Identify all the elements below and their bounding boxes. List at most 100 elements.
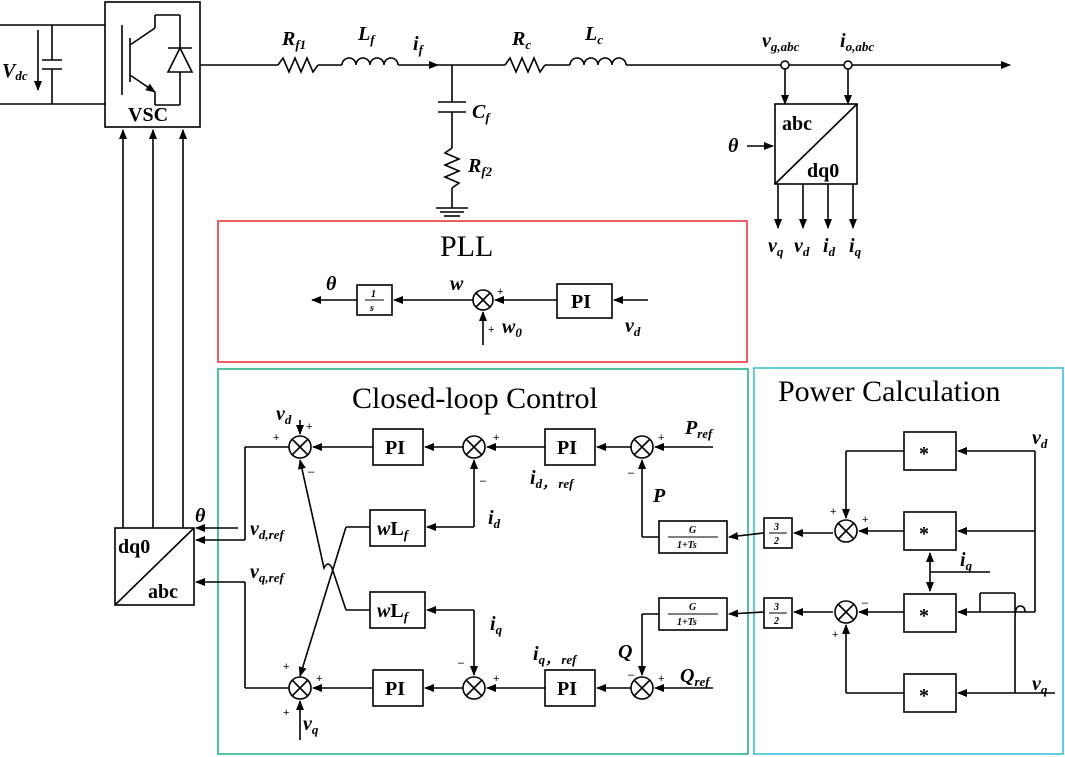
gating-signals <box>119 129 187 528</box>
pll-pi-block <box>556 283 613 319</box>
pc-vd-label: vd <box>1032 427 1048 451</box>
svg-text:*: * <box>919 523 929 545</box>
cl-qref-label: Qref <box>680 665 711 689</box>
svg-text:3: 3 <box>773 522 779 533</box>
vsc-label: VSC <box>128 104 168 126</box>
cl-vqref-label: vq,ref <box>250 561 285 585</box>
power-calc-section: Power Calculation * * * * 3 2 3 2 + + – <box>728 367 1064 755</box>
pll-w-label: w <box>450 273 464 295</box>
out-id-label: id <box>823 235 836 259</box>
svg-text:+: + <box>316 673 322 685</box>
svg-text:PI: PI <box>571 291 591 313</box>
dq0-abc-block: dq0 abc <box>114 527 195 606</box>
svg-text:–: – <box>628 669 635 681</box>
svg-text:+: + <box>658 432 664 444</box>
cl-wlf-d-text: wLf <box>377 518 410 542</box>
svg-text:+: + <box>497 286 503 298</box>
svg-text:PI: PI <box>385 437 405 459</box>
svg-text:–: – <box>308 466 315 478</box>
svg-text:+: + <box>493 673 499 685</box>
cl-q-label: Q <box>618 641 632 663</box>
cl-p-label: P <box>652 485 666 507</box>
rc-label: Rc <box>511 28 531 52</box>
svg-text:+: + <box>306 421 312 433</box>
svg-text:s: s <box>369 303 374 314</box>
pll-w0-label: w0 <box>502 316 522 340</box>
svg-text:*: * <box>919 443 929 465</box>
svg-text:+: + <box>273 432 279 444</box>
pc-mult-3 <box>903 593 957 633</box>
svg-text:–: – <box>458 657 465 669</box>
svg-text:PI: PI <box>385 678 405 700</box>
svg-text:–: – <box>862 597 869 609</box>
pc-vq-label: vq <box>1032 673 1048 697</box>
out-vq-label: vq <box>768 235 784 259</box>
filter-branch: Cf Rf2 <box>436 65 493 217</box>
pc-iq-label: iq <box>960 549 973 573</box>
ac-line: Rf1 Lf if Rc Lc <box>200 23 1011 75</box>
closed-loop-border <box>217 368 749 755</box>
svg-text:+: + <box>283 707 289 719</box>
cl-wlf-q-text: wLf <box>377 600 410 624</box>
power-calc-title: Power Calculation <box>778 375 1000 408</box>
rf1-label: Rf1 <box>281 28 306 52</box>
svg-text:*: * <box>919 605 929 627</box>
cl-wlf-d <box>369 509 426 547</box>
cl-vd-label: vd <box>276 403 292 427</box>
lc-label: Lc <box>584 23 603 47</box>
cl-iqref-label: iq， ref <box>533 643 578 667</box>
io-label: io,abc <box>840 30 874 54</box>
lf-inductor <box>341 57 399 66</box>
svg-text:+: + <box>658 673 664 685</box>
svg-text:*: * <box>919 685 929 707</box>
cl-vdref-label: vd,ref <box>250 518 285 542</box>
svg-text:dq0: dq0 <box>118 536 150 558</box>
power-calc-border <box>753 367 1064 755</box>
svg-text:+: + <box>832 629 838 641</box>
theta-in-label: θ <box>728 135 739 157</box>
svg-text:+: + <box>830 506 836 518</box>
cl-theta-label: θ <box>195 505 206 527</box>
svg-text:G: G <box>689 525 697 536</box>
lc-inductor <box>569 57 627 66</box>
cl-vq-label: vq <box>303 713 319 737</box>
cl-idref-label: id， ref <box>530 467 575 491</box>
cl-pi-d-outer <box>544 428 596 466</box>
vdc-label: Vdc <box>2 60 28 83</box>
svg-text:PI: PI <box>557 437 577 459</box>
svg-text:2: 2 <box>773 616 779 627</box>
lf-label: Lf <box>357 23 376 47</box>
out-iq-label: iq <box>849 235 862 259</box>
svg-text:+: + <box>283 661 289 673</box>
svg-text:–: – <box>628 467 635 479</box>
dq0-text: dq0 <box>807 160 839 182</box>
out-vd-label: vd <box>794 235 810 259</box>
cl-pi-q-outer <box>544 669 596 707</box>
cf-label: Cf <box>472 101 491 125</box>
dc-source: Vdc <box>0 24 105 105</box>
svg-text:–: – <box>480 475 487 487</box>
pll-border <box>217 220 748 363</box>
measurement-transform: vg,abc io,abc abc dq0 θ vq vd id iq <box>728 30 874 259</box>
closed-loop-section: Closed-loop Control PI PI vd + + – + – +… <box>195 368 749 755</box>
svg-text:1+Ts: 1+Ts <box>677 540 697 551</box>
pc-mult-4 <box>903 673 957 713</box>
pc-mult-1 <box>903 431 957 471</box>
svg-text:G: G <box>689 602 697 613</box>
rc-resistor <box>504 55 546 75</box>
cl-iq-label: iq <box>490 613 503 637</box>
pc-mult-2 <box>903 511 957 551</box>
svg-text:abc: abc <box>148 581 178 603</box>
svg-text:2: 2 <box>773 536 779 547</box>
rf1-resistor <box>277 55 319 75</box>
svg-text:+: + <box>493 432 499 444</box>
svg-text:1: 1 <box>371 289 376 300</box>
svg-text:1+Ts: 1+Ts <box>677 617 697 628</box>
cl-wlf-q <box>369 591 426 629</box>
abc-text: abc <box>782 113 812 135</box>
rf2-label: Rf2 <box>467 155 493 179</box>
svg-text:3: 3 <box>773 602 779 613</box>
rf2-resistor <box>442 147 462 189</box>
vg-label: vg,abc <box>762 30 800 54</box>
